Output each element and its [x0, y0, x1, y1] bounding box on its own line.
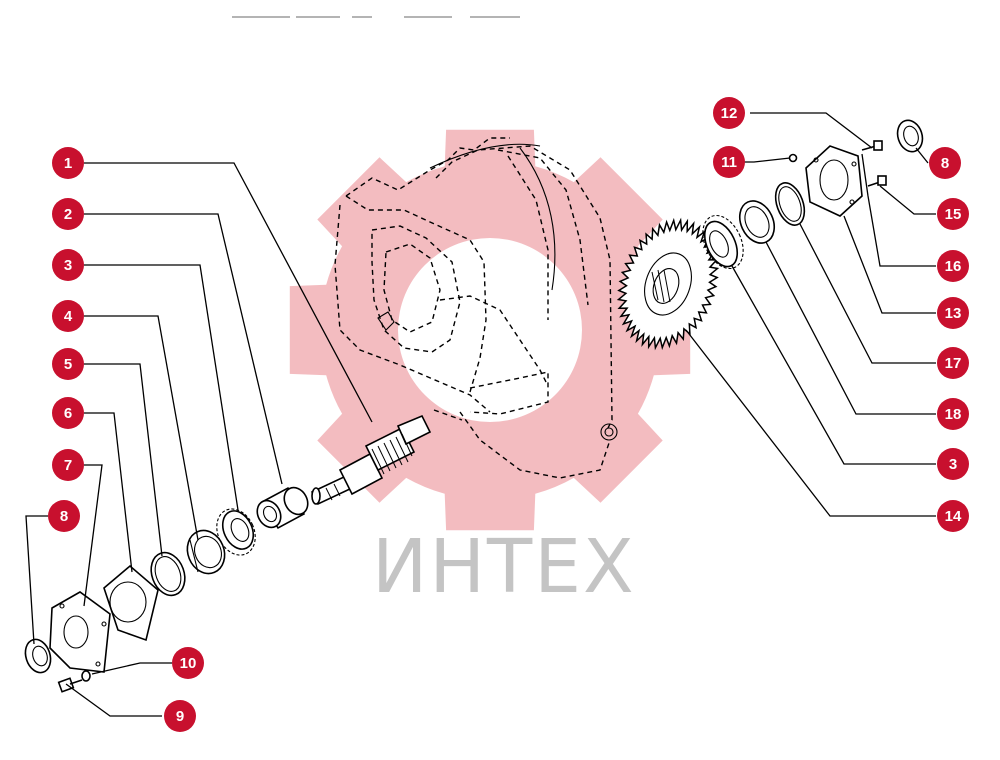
callout-10: 10 — [172, 647, 204, 679]
callout-circle — [929, 147, 961, 179]
gearbox-housing — [334, 137, 618, 479]
plug — [788, 153, 798, 163]
callout-circle — [164, 700, 196, 732]
callout-label: 3 — [64, 257, 72, 274]
callout-16: 16 — [937, 250, 969, 282]
snap-ring — [150, 551, 186, 597]
callout-11: 11 — [713, 146, 745, 178]
callout-label: 2 — [64, 206, 72, 223]
watermark-text: ИНТЕХ — [372, 524, 636, 610]
callout-3: 3 — [52, 249, 84, 281]
callout-label: 18 — [945, 406, 962, 423]
callout-label: 17 — [945, 355, 962, 372]
callout-circle — [937, 297, 969, 329]
callout-label: 16 — [945, 258, 962, 275]
callout-circle — [52, 147, 84, 179]
callout-label: 8 — [60, 508, 68, 525]
callout-12: 12 — [713, 97, 745, 129]
bearing-cup-right — [738, 200, 776, 244]
callout-2: 2 — [52, 198, 84, 230]
callout-label: 8 — [941, 155, 949, 172]
shim-ring — [774, 182, 806, 226]
callout-label: 15 — [945, 206, 962, 223]
watermark-gear-icon — [289, 129, 691, 531]
callout-circle — [52, 348, 84, 380]
oil-seal-left — [24, 638, 52, 674]
cover-bolt-upper — [861, 140, 883, 151]
cover-bolt-lower — [867, 175, 887, 187]
callout-7: 7 — [52, 449, 84, 481]
callout-label: 5 — [64, 356, 72, 373]
callout-4: 4 — [52, 300, 84, 332]
callout-label: 1 — [64, 155, 72, 172]
callouts: 1 2 3 4 5 6 7 8 9 10 11 12 8 15 16 13 17… — [48, 97, 969, 732]
callout-circle — [937, 347, 969, 379]
roller-bearing-right — [702, 214, 744, 270]
lock-washer — [81, 670, 91, 682]
callout-circle — [937, 250, 969, 282]
callout-9: 9 — [164, 700, 196, 732]
bearing-cover-right — [805, 145, 863, 217]
callout-circle — [48, 500, 80, 532]
sleeve-bushing — [256, 486, 309, 530]
callout-label: 13 — [945, 305, 962, 322]
callout-3-right: 3 — [937, 448, 969, 480]
callout-circle — [937, 500, 969, 532]
flange-cover — [49, 591, 111, 673]
callout-5: 5 — [52, 348, 84, 380]
bearing-race — [186, 529, 226, 575]
callout-18: 18 — [937, 398, 969, 430]
callout-circle — [713, 97, 745, 129]
callout-label: 4 — [64, 308, 73, 325]
callout-6: 6 — [52, 397, 84, 429]
callout-8-left: 8 — [48, 500, 80, 532]
callout-label: 14 — [945, 508, 962, 525]
callout-circle — [937, 448, 969, 480]
callout-circle — [713, 146, 745, 178]
callout-circle — [52, 249, 84, 281]
callout-label: 9 — [176, 708, 184, 725]
callout-circle — [937, 398, 969, 430]
callout-circle — [172, 647, 204, 679]
input-shaft — [310, 414, 432, 506]
leader-lines — [25, 112, 936, 717]
bolt — [57, 677, 83, 693]
callout-circle — [52, 449, 84, 481]
callout-1: 1 — [52, 147, 84, 179]
callout-8-right: 8 — [929, 147, 961, 179]
gasket — [103, 564, 159, 642]
callout-label: 7 — [64, 457, 72, 474]
callout-label: 11 — [721, 154, 737, 171]
callout-circle — [937, 198, 969, 230]
callout-14: 14 — [937, 500, 969, 532]
callout-circle — [52, 300, 84, 332]
callout-circle — [52, 198, 84, 230]
callout-label: 6 — [64, 405, 72, 422]
callout-15: 15 — [937, 198, 969, 230]
callout-label: 10 — [180, 655, 197, 672]
callout-label: 3 — [949, 456, 957, 473]
oil-seal-right — [896, 119, 924, 153]
callout-circle — [52, 397, 84, 429]
callout-label: 12 — [721, 105, 738, 122]
callout-17: 17 — [937, 347, 969, 379]
callout-13: 13 — [937, 297, 969, 329]
